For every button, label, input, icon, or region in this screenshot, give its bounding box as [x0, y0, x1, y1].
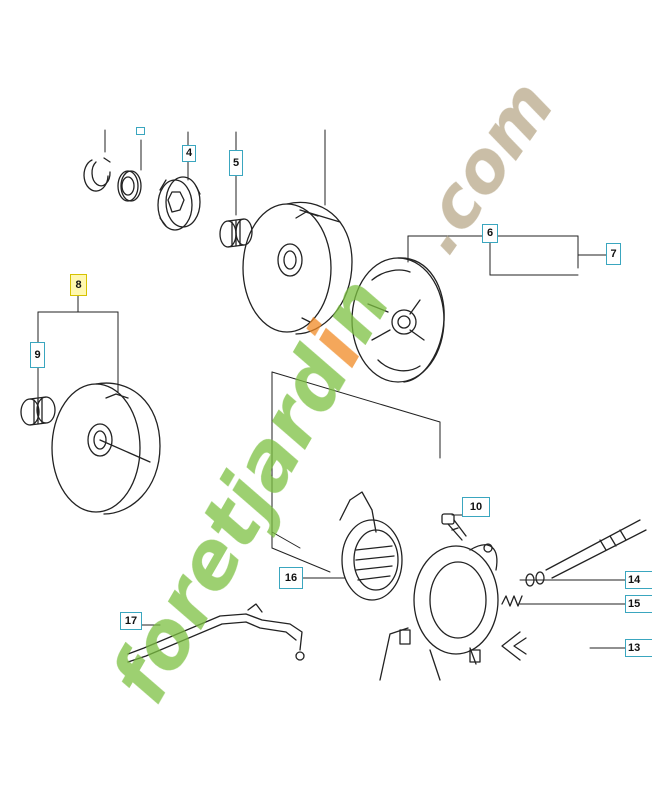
svg-text:foretjardin: foretjardin: [95, 264, 409, 718]
callout-16[interactable]: 16: [279, 567, 303, 589]
pump-housing-part: [379, 543, 499, 681]
watermark: foretjardin .com: [95, 66, 571, 718]
spring-part: [501, 571, 545, 607]
callout-13[interactable]: 13: [625, 639, 652, 657]
washer-part: [117, 170, 142, 202]
oil-pump-gear-part: [339, 491, 403, 601]
plunger-shaft-part: [545, 519, 647, 579]
callout-7[interactable]: 7: [606, 243, 621, 265]
rim-sprocket-part: [157, 176, 201, 231]
callout-10[interactable]: 10: [462, 497, 490, 517]
circlip-part: [83, 157, 111, 192]
callout-6[interactable]: 6: [482, 224, 498, 243]
clutch-drum-8-part: [51, 382, 161, 515]
callout-4[interactable]: 4: [182, 145, 196, 162]
callout-9[interactable]: 9: [30, 342, 45, 368]
callout-blank[interactable]: [136, 127, 145, 135]
callout-5[interactable]: 5: [229, 150, 243, 176]
clutch-part: [351, 257, 445, 383]
callout-15[interactable]: 15: [625, 595, 652, 613]
needle-bearing-part: [219, 218, 253, 248]
arrow-marker: [501, 631, 527, 661]
oil-hose-part: [127, 603, 305, 663]
callout-8[interactable]: 8: [70, 274, 87, 296]
callout-17[interactable]: 17: [120, 612, 142, 630]
needle-bearing-9-part: [20, 396, 56, 426]
screw-part: [441, 513, 467, 541]
leader-lines: [37, 129, 626, 649]
clutch-drum-part: [242, 201, 353, 335]
callout-14[interactable]: 14: [625, 571, 652, 589]
